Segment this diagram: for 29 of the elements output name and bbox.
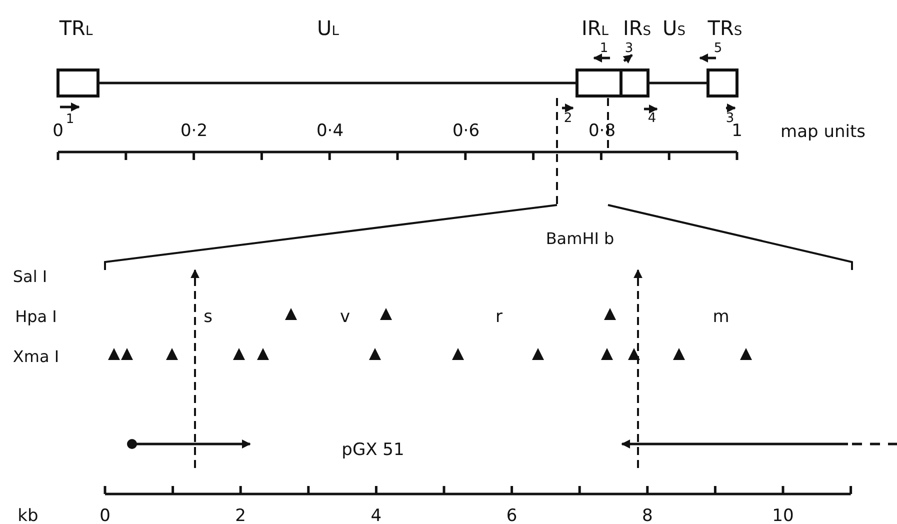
- axis-tick-label: 0·4: [316, 123, 344, 140]
- enzyme-label: Hpa I: [15, 309, 57, 325]
- fragment-label: BamHI b: [546, 231, 614, 247]
- axis-tick-label: 0·2: [180, 123, 208, 140]
- enzyme-label: Sal I: [12, 269, 48, 285]
- axis-tick-label: 0: [100, 508, 110, 524]
- arrow-number: 5: [714, 42, 722, 55]
- axis-tick-label: 1: [732, 123, 742, 140]
- fragment-label: r: [496, 309, 502, 326]
- arrow-number: 3: [726, 112, 734, 125]
- fragment-label: s: [204, 309, 212, 326]
- arrow-number: 1: [66, 113, 74, 126]
- arrow-number: 4: [648, 112, 656, 125]
- axis-tick-label: 0: [52, 123, 64, 140]
- axis-tick-label: 2: [235, 508, 246, 524]
- plasmid-label: pGX 51: [342, 442, 404, 459]
- axis-tick-label: 0·6: [452, 123, 480, 140]
- enzyme-label: Xma I: [12, 349, 60, 365]
- arrow-number: 1: [600, 42, 608, 55]
- arrow-number: 2: [564, 112, 572, 125]
- axis-title: map units: [780, 124, 866, 141]
- axis-tick-label: 8: [642, 508, 653, 524]
- fragment-label: v: [340, 309, 350, 326]
- axis-tick-label: 4: [370, 508, 382, 524]
- axis-tick-label: 6: [506, 508, 518, 524]
- axis-tick-label: 10: [772, 508, 794, 524]
- fragment-label: m: [712, 309, 730, 326]
- axis-title: kb: [18, 508, 38, 524]
- arrow-number: 3: [624, 42, 634, 55]
